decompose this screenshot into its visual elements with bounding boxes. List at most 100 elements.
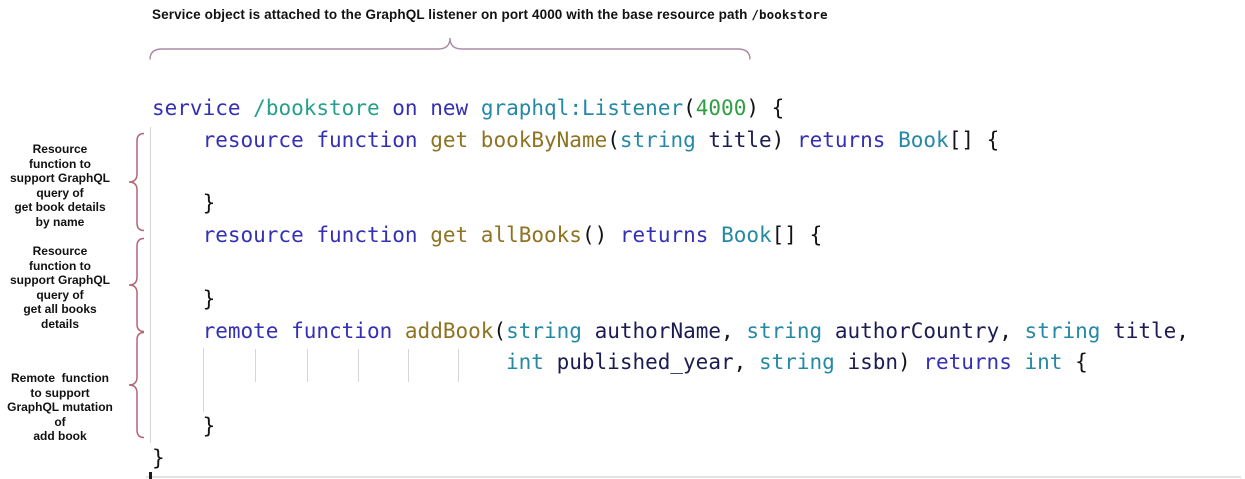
code-token: authorName (594, 318, 722, 343)
annotation-line: details (40, 316, 79, 331)
code-token: { (796, 223, 823, 248)
code-token: returns (923, 350, 1012, 375)
code-line: } (152, 411, 1189, 443)
code-token (911, 350, 924, 374)
code-token: Book (898, 127, 949, 152)
code-token (152, 223, 203, 247)
annotation-line: Resource (32, 244, 88, 258)
side-brace-1 (128, 132, 145, 232)
code-token (380, 96, 393, 120)
title-text: Service object is attached to the GraphQ… (152, 7, 752, 22)
side-annotation-mutation-add-book: Remote function to support GraphQL mutat… (0, 371, 120, 444)
code-token: function (291, 318, 393, 343)
page-title: Service object is attached to the GraphQ… (152, 7, 828, 22)
code-token (696, 128, 709, 152)
code-token (1012, 319, 1025, 343)
code-token (418, 223, 431, 247)
code-token: string (506, 318, 582, 343)
code-block: service /bookstore on new graphql:Listen… (152, 93, 1189, 475)
code-token (822, 319, 835, 343)
annotation-line: get all books (23, 302, 97, 317)
code-token: string (1024, 318, 1101, 343)
code-token (304, 223, 317, 247)
annotation-line: to support (30, 385, 90, 400)
code-token (734, 319, 747, 343)
side-brace-3 (128, 331, 145, 439)
code-token (784, 128, 797, 152)
side-annotation-query-by-name: Resource function to support GraphQL que… (0, 142, 120, 230)
annotation-line: function to (29, 258, 91, 273)
annotation-line: query of (36, 185, 84, 200)
code-token: get (430, 127, 469, 152)
code-token: int (506, 350, 544, 375)
indent-guide (255, 349, 256, 382)
code-token (544, 350, 557, 374)
code-token: resource (202, 223, 304, 248)
code-token (278, 319, 291, 343)
code-token (152, 319, 203, 343)
code-line: int published_year, string isbn) returns… (152, 347, 1189, 379)
annotation-line: of (54, 414, 66, 429)
code-token: isbn (847, 350, 899, 375)
code-token: string (746, 318, 823, 343)
code-token: addBook (404, 318, 494, 343)
code-token: } (152, 191, 216, 216)
code-token: title (708, 127, 772, 152)
annotation-line: query of (36, 287, 84, 302)
annotation-line: get book details (14, 200, 106, 215)
code-line: } (152, 284, 1189, 316)
annotation-line: support GraphQL (10, 171, 110, 186)
code-token: get (430, 223, 469, 248)
code-token: ( (607, 127, 620, 152)
code-token: bookByName (480, 127, 608, 152)
code-line: } (152, 443, 1189, 475)
code-token (392, 319, 405, 343)
code-token (304, 128, 317, 152)
code-token: string (619, 127, 696, 152)
code-token: } (152, 445, 165, 470)
code-token: returns (619, 223, 709, 248)
code-token: ) (898, 350, 911, 375)
code-line: remote function addBook(string authorNam… (152, 316, 1189, 348)
indent-guide (408, 349, 409, 382)
code-token: authorCountry (834, 318, 1000, 343)
code-token (835, 350, 848, 374)
annotation-line: add book (33, 429, 87, 444)
code-token: service (152, 96, 241, 120)
annotation-line: Resource (32, 142, 88, 156)
indent-guide (458, 349, 459, 382)
code-token (708, 223, 721, 247)
code-token: , (1176, 318, 1189, 343)
top-brace (149, 37, 751, 60)
annotation-line: Remote function (11, 371, 109, 385)
indent-guide (358, 349, 359, 382)
code-token (582, 319, 595, 343)
code-token: Book (721, 223, 772, 248)
code-token (607, 223, 620, 247)
code-token: returns (796, 127, 886, 152)
code-token (152, 350, 506, 374)
code-token: ) (746, 96, 759, 120)
code-token: , (721, 318, 734, 343)
code-token: 4000 (695, 96, 747, 120)
code-token (241, 96, 254, 120)
indent-guide (203, 348, 204, 412)
title-code-path: /bookstore (751, 7, 828, 22)
code-token: , (733, 350, 747, 375)
code-line: service /bookstore on new graphql:Listen… (152, 93, 1189, 125)
code-token: on (392, 96, 418, 120)
code-token: function (316, 223, 418, 248)
code-token: { (1062, 350, 1088, 375)
annotation-line: support GraphQL (10, 273, 110, 288)
code-token (1100, 319, 1113, 343)
code-token: graphql:Listener (480, 96, 684, 120)
annotation-line: GraphQL mutation (7, 400, 113, 415)
code-token: new (430, 96, 469, 120)
code-line (152, 379, 1189, 411)
code-token: ) (771, 127, 785, 152)
code-token: function (316, 127, 418, 152)
annotation-line: function to (29, 156, 91, 171)
code-line (152, 157, 1189, 189)
code-token: allBooks (480, 223, 582, 248)
